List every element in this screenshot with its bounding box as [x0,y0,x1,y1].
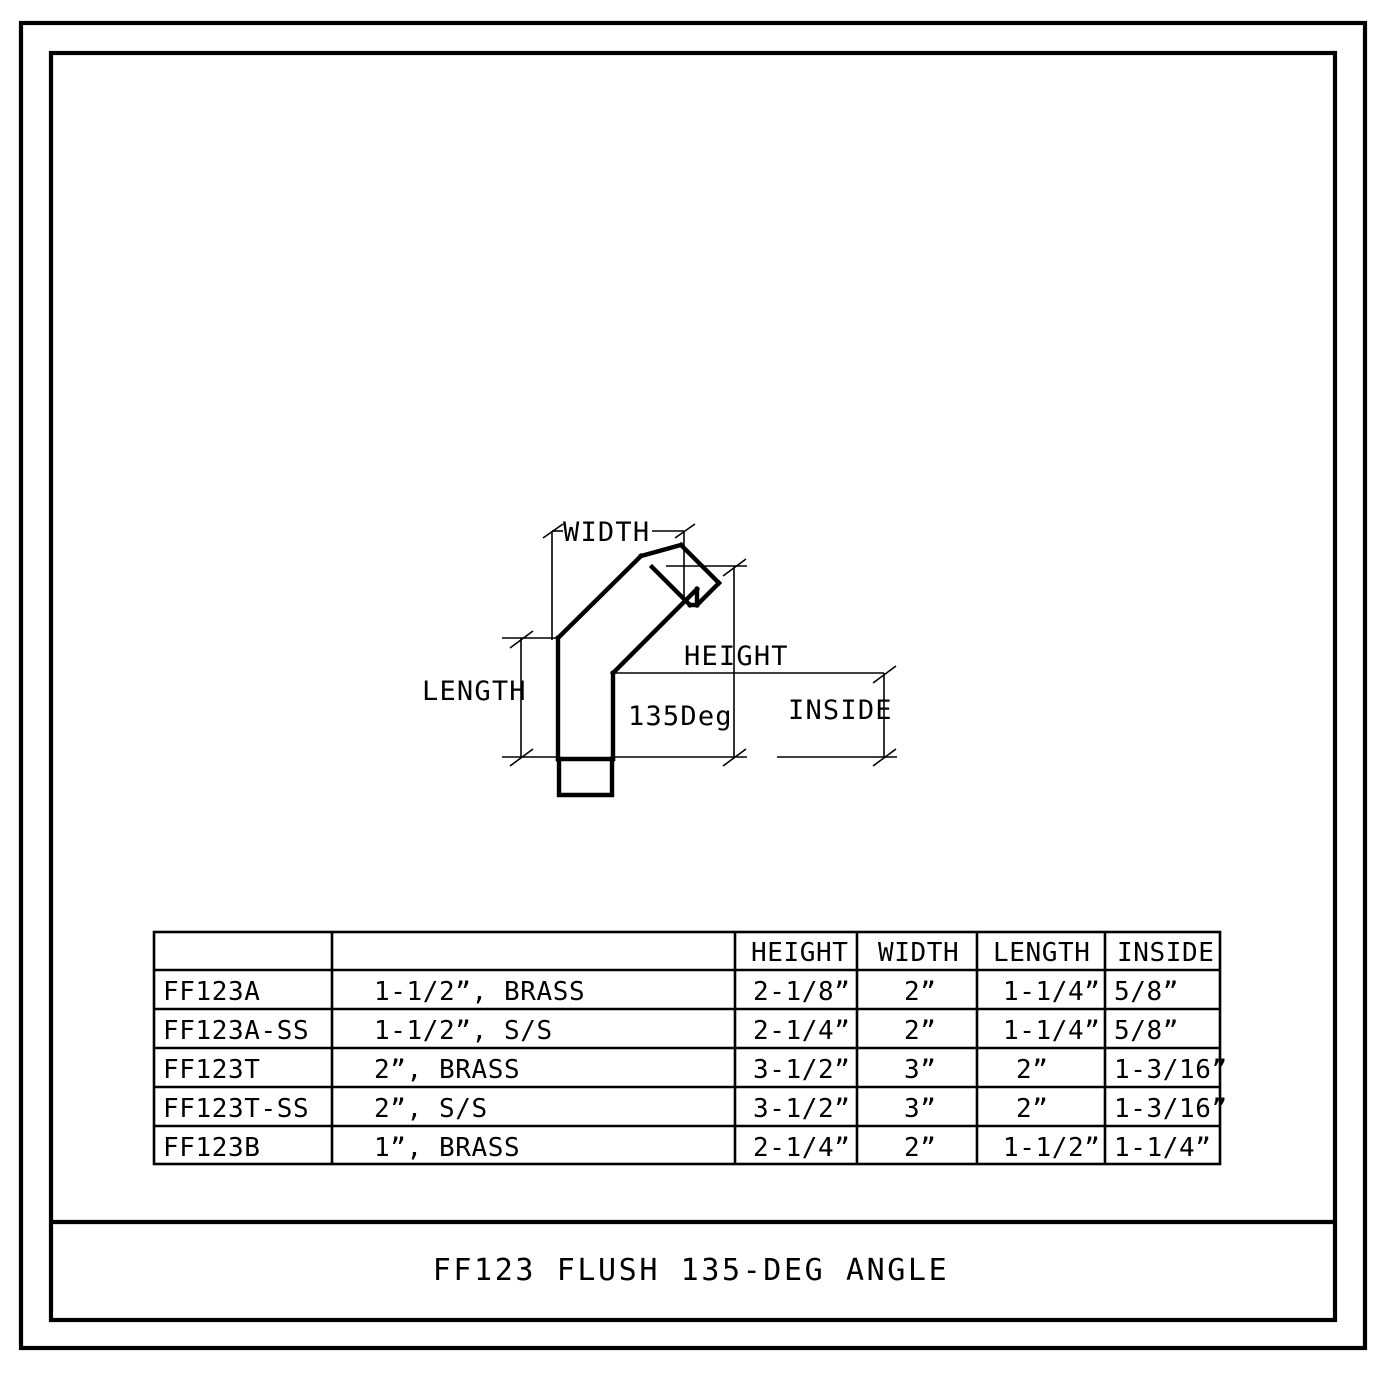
cell-inside: 1-3/16” [1114,1055,1228,1085]
cell-inside: 5/8” [1114,1016,1179,1046]
table-header-height: HEIGHT [751,938,849,968]
table-header-length: LENGTH [993,938,1091,968]
part-branch-outer-edge [638,542,684,559]
dimension-width: WIDTH [542,517,696,640]
cell-width: 2” [904,1133,937,1163]
cell-part: FF123B [163,1133,261,1163]
cell-width: 3” [904,1055,937,1085]
table-header-row: HEIGHT WIDTH LENGTH INSIDE [751,938,1215,968]
table-row: FF123A-SS 1-1/2”, S/S 2-1/4” 2” 1-1/4” 5… [163,1016,1179,1046]
part-branch-end-right [693,579,723,609]
inside-arrow-top [872,665,897,684]
table-row: FF123T-SS 2”, S/S 3-1/2” 3” 2” 1-3/16” [163,1094,1228,1124]
cell-part: FF123A-SS [163,1016,309,1046]
cell-length: 1-1/4” [1003,1016,1101,1046]
inside-label: INSIDE [788,695,893,726]
table-row: FF123B 1”, BRASS 2-1/4” 2” 1-1/2” 1-1/4” [163,1133,1212,1163]
height-arrow-bottom [722,748,747,767]
height-label: HEIGHT [684,641,789,672]
cell-inside: 5/8” [1114,977,1179,1007]
angle-label: 135Deg [628,701,733,732]
cell-height: 3-1/2” [753,1094,851,1124]
dimension-inside: INSIDE [777,665,897,767]
width-arrow-left [542,523,564,539]
part-bottom-socket [556,756,615,798]
cell-height: 3-1/2” [753,1055,851,1085]
sheet-title: FF123 FLUSH 135-DEG ANGLE [433,1253,950,1288]
spec-table: HEIGHT WIDTH LENGTH INSIDE FF123A 1-1/2”… [152,930,1228,1166]
cell-part: FF123T [163,1055,261,1085]
cell-height: 2-1/4” [753,1016,851,1046]
cell-part: FF123T-SS [163,1094,309,1124]
cell-description: 2”, BRASS [374,1055,520,1085]
height-arrow-top [722,558,747,577]
table-row: FF123A 1-1/2”, BRASS 2-1/8” 2” 1-1/4” 5/… [163,977,1179,1007]
cell-length: 1-1/2” [1003,1133,1101,1163]
cell-height: 2-1/4” [753,1133,851,1163]
length-arrow-bottom [509,748,534,767]
cell-description: 1-1/2”, S/S [374,1016,553,1046]
dimension-length: LENGTH [422,630,556,767]
cell-width: 2” [904,1016,937,1046]
inner-border [48,50,1338,1323]
length-arrow-top [509,630,534,649]
cell-width: 3” [904,1094,937,1124]
cell-length: 2” [1016,1094,1049,1124]
cell-height: 2-1/8” [753,977,851,1007]
width-arrow-right [674,523,696,539]
length-label: LENGTH [422,676,527,707]
cell-width: 2” [904,977,937,1007]
table-header-width: WIDTH [878,938,959,968]
width-label: WIDTH [563,517,650,548]
part-inner-throat [609,585,701,677]
cell-inside: 1-3/16” [1114,1094,1228,1124]
outer-border [18,20,1368,1351]
cell-description: 1-1/2”, BRASS [374,977,585,1007]
table-header-inside: INSIDE [1117,938,1215,968]
cell-length: 2” [1016,1055,1049,1085]
cell-description: 2”, S/S [374,1094,488,1124]
cell-part: FF123A [163,977,261,1007]
part-outer-bend-lower [554,552,645,642]
table-row: FF123T 2”, BRASS 3-1/2” 3” 2” 1-3/16” [163,1055,1228,1085]
cell-length: 1-1/4” [1003,977,1101,1007]
dimension-height: HEIGHT [615,558,884,767]
inside-arrow-bottom [872,748,897,767]
part-branch-end-top [677,541,723,587]
cell-inside: 1-1/4” [1114,1133,1212,1163]
cell-description: 1”, BRASS [374,1133,520,1163]
